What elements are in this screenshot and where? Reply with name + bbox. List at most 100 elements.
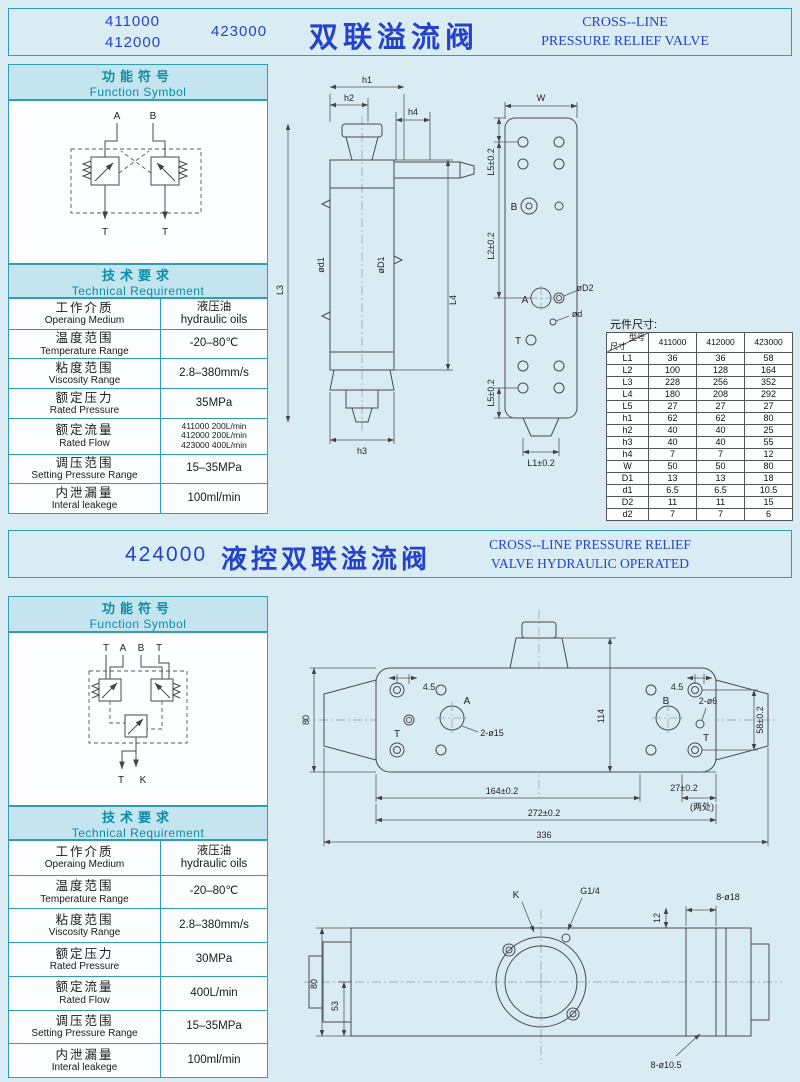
port-k-label: K xyxy=(140,775,147,786)
dim-row-name: L5 xyxy=(607,401,649,413)
dim-value: 80 xyxy=(745,413,793,425)
dim-label-L4: L4 xyxy=(448,295,458,305)
port-b-label: B xyxy=(150,111,157,122)
dim-value: 36 xyxy=(649,353,697,365)
top-port-t-right-label: T xyxy=(703,733,709,744)
function-symbol-header-2: 功能符号 Function Symbol xyxy=(8,596,268,632)
dim-label-80-2: 80 xyxy=(309,979,319,989)
dim-table-corner: 型号尺寸 xyxy=(607,333,649,353)
dim-value: 7 xyxy=(697,449,745,461)
dim-label-h2: h2 xyxy=(344,93,354,103)
port-t2-label: T xyxy=(162,227,168,238)
dim-value: 80 xyxy=(745,461,793,473)
dim-label-L1: L1±0.2 xyxy=(527,458,554,468)
dim-label-2x6: 2-ø6 xyxy=(699,696,718,706)
tech-title-cn-2: 技术要求 xyxy=(101,809,174,825)
top-view-dimensions: 4.5 4.5 2-ø15 2-ø6 114 80 58±0.2 164±0. xyxy=(301,637,769,846)
label-G14: G1/4 xyxy=(580,886,600,896)
hydraulic-symbol-1: A B T T xyxy=(70,111,202,238)
dim-value: 27 xyxy=(649,401,697,413)
model-412000: 412000 xyxy=(105,34,162,51)
dim-label-h1: h1 xyxy=(362,75,372,85)
dim-label-d1: ød1 xyxy=(316,257,326,273)
dim-label-27: 27±0.2 xyxy=(670,783,697,793)
tech-row-value: -20–80℃ xyxy=(189,885,239,898)
front-view-body-2 xyxy=(304,910,782,1064)
tech-row-value: 2.8–380mm/s xyxy=(179,919,249,932)
dim-label-164: 164±0.2 xyxy=(486,786,518,796)
dim-label-L5-bottom: L5±0.2 xyxy=(486,379,496,406)
dim-label-8x18: 8-ø18 xyxy=(716,892,740,902)
dim-row-name: D1 xyxy=(607,473,649,485)
top-port-b-label: B xyxy=(663,696,670,707)
front-view-dimensions-2: K G1/4 12 8-ø18 8-ø10.5 80 53 xyxy=(309,886,740,1070)
tech-row-value: 100ml/min xyxy=(187,492,241,505)
dim-col-header: 412000 xyxy=(697,333,745,353)
dim-row-name: h3 xyxy=(607,437,649,449)
dim-label-h4: h4 xyxy=(408,107,418,117)
dim-row-name: h4 xyxy=(607,449,649,461)
dim-value: 25 xyxy=(745,425,793,437)
side-port-b-label: B xyxy=(511,202,518,213)
front-view-dimensions: h1 h2 h4 ød1 øD1 L3 L4 h3 xyxy=(275,75,458,456)
top-port-t-left-label: T xyxy=(394,729,400,740)
dim-value: 208 xyxy=(697,389,745,401)
port-b-label: B xyxy=(138,643,145,654)
tech-row-value: 2.8–380mm/s xyxy=(179,367,249,380)
dim-value: 62 xyxy=(649,413,697,425)
dim-value: 40 xyxy=(649,425,697,437)
function-symbol-title-cn-2: 功能符号 xyxy=(101,600,174,616)
tech-title-cn: 技术要求 xyxy=(101,267,174,283)
dim-value: 11 xyxy=(649,497,697,509)
tech-row-value: 15–35MPa xyxy=(186,1020,242,1033)
section2-title-en: CROSS--LINE PRESSURE RELIEF VALVE HYDRAU… xyxy=(489,537,691,571)
top-view-body: A B T T xyxy=(302,610,776,798)
port-t1-label: T xyxy=(102,227,108,238)
section1-title-en: CROSS--LINE PRESSURE RELIEF VALVE xyxy=(541,15,709,49)
dim-value: 50 xyxy=(649,461,697,473)
function-symbol-title-en: Function Symbol xyxy=(89,84,187,99)
dim-label-W: W xyxy=(537,93,546,103)
dim-value: 58 xyxy=(745,353,793,365)
dim-value: 40 xyxy=(697,425,745,437)
function-symbol-box-1: A B T T xyxy=(8,100,268,264)
dim-value: 7 xyxy=(649,449,697,461)
valve-top-view-drawing: A B T T 4.5 4.5 2-ø15 2-ø6 114 80 xyxy=(301,610,776,846)
tech-row-value: 35MPa xyxy=(195,396,233,409)
dim-row-name: W xyxy=(607,461,649,473)
dim-label-53: 53 xyxy=(330,1001,340,1011)
symbol-circuit-1: A B T T xyxy=(70,111,202,238)
dim-value: 10.5 xyxy=(745,485,793,497)
tech-requirement-header-2: 技术要求 Technical Requirement xyxy=(8,806,268,840)
dim-value: 180 xyxy=(649,389,697,401)
dim-label-58: 58±0.2 xyxy=(755,706,765,733)
dim-note-both-places: (两处) xyxy=(690,801,714,812)
section2-header: 424000 液控双联溢流阀 CROSS--LINE PRESSURE RELI… xyxy=(8,530,792,578)
function-symbol-title-en-2: Function Symbol xyxy=(89,616,187,631)
dim-value: 100 xyxy=(649,365,697,377)
dim-label-80: 80 xyxy=(301,715,311,725)
dim-value: 6.5 xyxy=(697,485,745,497)
dim-value: 27 xyxy=(745,401,793,413)
dim-value: 6.5 xyxy=(649,485,697,497)
tech-requirement-header-1: 技术要求 Technical Requirement xyxy=(8,264,268,298)
side-port-t-label: T xyxy=(515,336,521,347)
